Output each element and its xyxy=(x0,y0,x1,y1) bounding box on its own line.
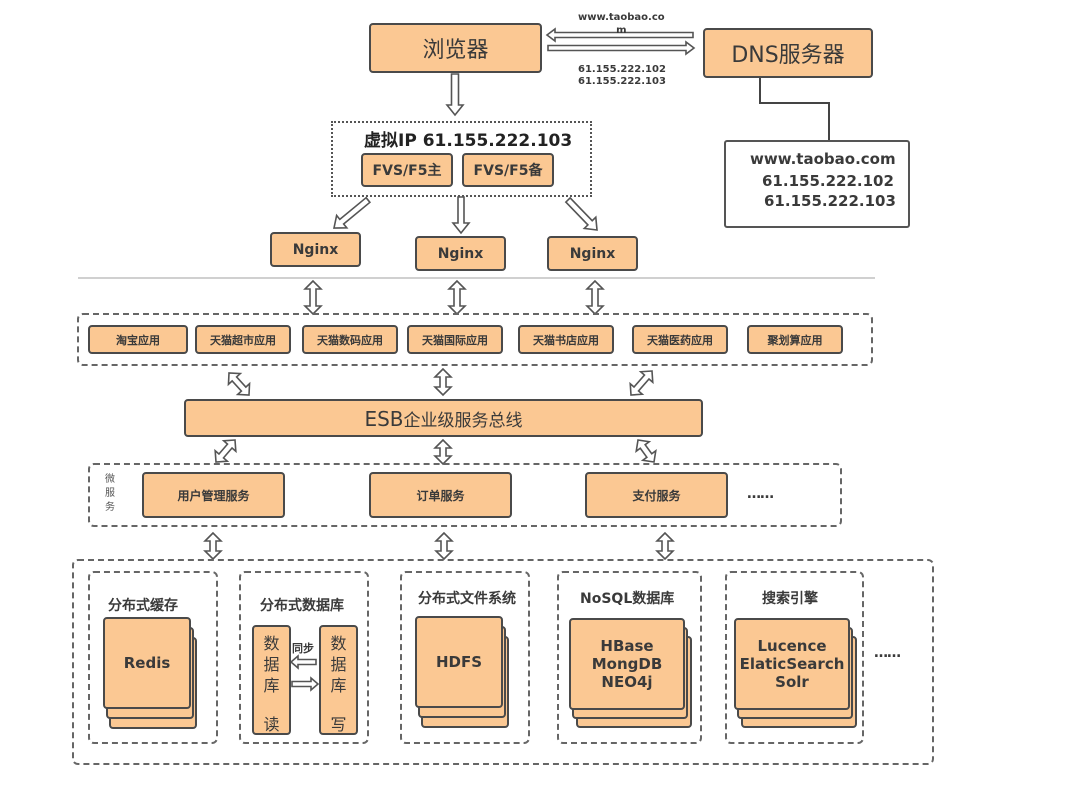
virtual-ip-title: 虚拟IP 61.155.222.103 xyxy=(364,131,573,151)
redis-box: Redis xyxy=(103,617,191,709)
dns-record-ip-1: 61.155.222.102 xyxy=(762,172,894,190)
search-title: 搜索引擎 xyxy=(762,591,818,607)
dns-record-ip-2: 61.155.222.103 xyxy=(764,192,896,210)
cache-title: 分布式缓存 xyxy=(108,598,178,614)
service-order: 订单服务 xyxy=(369,472,512,518)
nginx-box-3: Nginx xyxy=(547,236,638,271)
services-storage-arrow-icon xyxy=(434,531,454,561)
app-box: 聚划算应用 xyxy=(747,325,843,354)
sync-right-arrow-icon xyxy=(291,676,320,692)
filesystem-group xyxy=(400,571,530,744)
app-label: 天猫超市应用 xyxy=(210,333,276,347)
nginx-box-2: Nginx xyxy=(415,236,506,271)
search-box: Lucence ElaticSearch Solr xyxy=(734,618,850,710)
service-payment: 支付服务 xyxy=(585,472,728,518)
apps-esb-arrow-icon xyxy=(227,372,251,396)
hdfs-box: HDFS xyxy=(415,616,503,708)
dns-connector xyxy=(759,78,829,104)
nginx-label: Nginx xyxy=(569,245,616,262)
browser-to-vip-arrow-icon xyxy=(445,73,465,117)
dns-request-label: www.taobao.co m xyxy=(578,12,665,36)
nginx-apps-arrow-icon xyxy=(585,279,605,316)
virtual-ip-group xyxy=(331,121,592,197)
app-label: 天猫医药应用 xyxy=(647,333,713,347)
dns-connector-drop xyxy=(828,102,830,140)
app-label: 天猫数码应用 xyxy=(317,333,383,347)
applications-group xyxy=(77,313,873,366)
nginx-apps-arrow-icon xyxy=(447,279,467,316)
nginx-label: Nginx xyxy=(292,241,339,258)
nginx-label: Nginx xyxy=(437,245,484,262)
nosql-title: NoSQL数据库 xyxy=(580,591,675,607)
f5-backup-label: FVS/F5备 xyxy=(473,163,543,179)
cache-group xyxy=(88,571,218,744)
esb-services-arrow-icon xyxy=(433,438,453,466)
app-box: 淘宝应用 xyxy=(88,325,188,354)
dns-response-arrow-icon xyxy=(547,40,696,56)
esb-label-prefix: ESB xyxy=(364,406,404,431)
dns-record-domain: www.taobao.com xyxy=(750,150,896,168)
nginx-box-1: Nginx xyxy=(270,232,361,267)
services-storage-arrow-icon xyxy=(203,531,223,561)
f5-backup-box: FVS/F5备 xyxy=(462,153,554,187)
dns-record-box: www.taobao.com 61.155.222.102 61.155.222… xyxy=(724,140,910,228)
nosql-group xyxy=(557,571,702,744)
dns-server-box: DNS服务器 xyxy=(703,28,873,78)
search-group xyxy=(725,571,864,744)
vip-to-nginx-2-arrow-icon xyxy=(451,196,471,235)
apps-esb-arrow-icon xyxy=(629,370,654,396)
app-box: 天猫数码应用 xyxy=(302,325,398,354)
app-label: 天猫书店应用 xyxy=(533,333,599,347)
dns-response-label: 61.155.222.102 61.155.222.103 xyxy=(578,64,666,87)
app-box: 天猫超市应用 xyxy=(195,325,291,354)
esb-bus: ESB企业级服务总线 xyxy=(184,399,703,437)
browser-box: 浏览器 xyxy=(369,23,542,73)
sync-label: 同步 xyxy=(292,642,314,655)
app-box: 天猫书店应用 xyxy=(518,325,614,354)
app-label: 聚划算应用 xyxy=(767,333,823,347)
database-title: 分布式数据库 xyxy=(260,598,344,614)
database-group xyxy=(239,571,369,744)
vip-to-nginx-3-arrow-icon xyxy=(564,196,598,231)
sync-left-arrow-icon xyxy=(289,654,317,670)
dns-server-label: DNS服务器 xyxy=(731,43,845,68)
storage-more: …… xyxy=(874,645,901,661)
read-database-box: 数 据 库 读 xyxy=(252,625,291,735)
redis-stack: Redis xyxy=(103,617,199,729)
hdfs-stack: HDFS xyxy=(415,616,511,728)
esb-label: ESB企业级服务总线 xyxy=(364,406,522,431)
dns-request-arrow-icon xyxy=(545,27,694,43)
f5-primary-label: FVS/F5主 xyxy=(372,163,442,179)
apps-esb-arrow-icon xyxy=(433,367,453,397)
nginx-apps-arrow-icon xyxy=(303,279,323,316)
microservices-more: …… xyxy=(747,486,774,502)
microservices-group-label: 微 服 务 xyxy=(105,474,115,513)
services-storage-arrow-icon xyxy=(655,531,675,561)
vip-to-nginx-1-arrow-icon xyxy=(333,196,372,229)
write-database-box: 数 据 库 写 xyxy=(319,625,358,735)
filesystem-title: 分布式文件系统 xyxy=(418,591,516,607)
esb-services-arrow-icon xyxy=(214,439,237,463)
storage-group xyxy=(72,559,934,765)
nosql-stack: HBase MongDB NEO4j xyxy=(569,618,693,728)
tier-divider xyxy=(78,277,875,279)
esb-label-suffix: 企业级服务总线 xyxy=(403,410,523,431)
app-box: 天猫国际应用 xyxy=(407,325,503,354)
app-box: 天猫医药应用 xyxy=(632,325,728,354)
service-user-management: 用户管理服务 xyxy=(142,472,285,518)
f5-primary-box: FVS/F5主 xyxy=(361,153,453,187)
search-stack: Lucence ElaticSearch Solr xyxy=(734,618,858,728)
browser-label: 浏览器 xyxy=(422,38,489,63)
app-label: 天猫国际应用 xyxy=(422,333,488,347)
app-label: 淘宝应用 xyxy=(116,333,160,347)
nosql-box: HBase MongDB NEO4j xyxy=(569,618,685,710)
esb-services-arrow-icon xyxy=(635,439,657,463)
microservices-group xyxy=(88,463,842,527)
